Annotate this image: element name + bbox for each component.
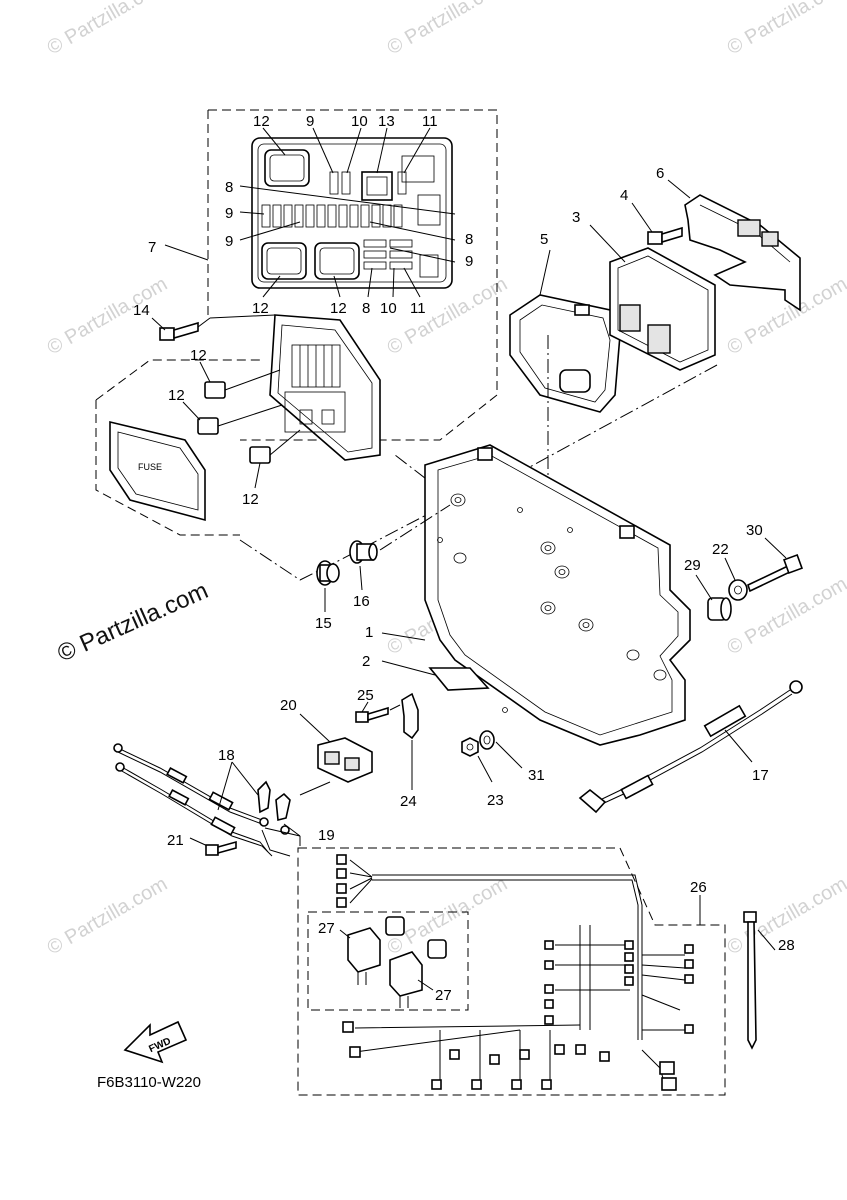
callout-27: 27 — [318, 920, 335, 937]
callout-13: 13 — [378, 113, 395, 130]
relay-20 — [317, 737, 373, 783]
watermark-text: © Partzilla.com — [384, 0, 512, 59]
callout-29: 29 — [684, 557, 701, 574]
ecu-group: 5 3 4 6 — [509, 165, 801, 413]
callout-5: 5 — [540, 231, 548, 248]
callout-27: 27 — [435, 987, 452, 1004]
callout-12: 12 — [253, 113, 270, 130]
sensor-27 — [347, 916, 447, 1008]
callout-9: 9 — [225, 205, 233, 222]
callout-8: 8 — [362, 300, 370, 317]
callout-12: 12 — [242, 491, 259, 508]
callout-9: 9 — [225, 233, 233, 250]
washer-22 — [728, 579, 748, 601]
grommet-15 — [316, 560, 340, 586]
callout-24: 24 — [400, 793, 417, 810]
watermark-main-text: © Partzilla.com — [53, 577, 212, 667]
callout-12: 12 — [252, 300, 269, 317]
callout-3: 3 — [572, 209, 580, 226]
battery-cables — [113, 743, 291, 857]
callout-9: 9 — [465, 253, 473, 270]
callout-17: 17 — [752, 767, 769, 784]
diagram-code: F6B3110-W220 — [97, 1074, 201, 1091]
callout-8: 8 — [225, 179, 233, 196]
wire-harness-inset: 26 27 27 — [297, 847, 726, 1096]
callout-7: 7 — [148, 239, 156, 256]
washer-31 — [479, 730, 495, 750]
callout-12: 12 — [168, 387, 185, 404]
callout-4: 4 — [620, 187, 628, 204]
bolt-4 — [647, 226, 683, 245]
cable-tie-28 — [743, 911, 757, 1050]
callout-31: 31 — [528, 767, 545, 784]
bracket-24 — [401, 692, 419, 740]
fuse-box-inset: 12 9 10 13 11 8 9 9 8 9 12 12 8 10 11 7 — [148, 109, 498, 441]
callout-25: 25 — [357, 687, 374, 704]
callout-8: 8 — [465, 231, 473, 248]
callout-14: 14 — [133, 302, 150, 319]
callout-30: 30 — [746, 522, 763, 539]
watermark-text: © Partzilla.com — [44, 0, 172, 59]
callout-21: 21 — [167, 832, 184, 849]
callout-10: 10 — [351, 113, 368, 130]
bolt-30 — [747, 554, 803, 593]
callout-12: 12 — [190, 347, 207, 364]
electrical-tray: 1 2 — [362, 444, 691, 746]
callout-10: 10 — [380, 300, 397, 317]
fuse-cover-label: FUSE — [138, 462, 162, 472]
callout-15: 15 — [315, 615, 332, 632]
callout-20: 20 — [280, 697, 297, 714]
callout-11: 11 — [422, 113, 438, 130]
callout-28: 28 — [778, 937, 795, 954]
callout-12: 12 — [330, 300, 347, 317]
callout-19: 19 — [318, 827, 335, 844]
collar-16 — [349, 540, 378, 564]
bolt-25 — [355, 706, 389, 723]
watermark-text: © Partzilla.com — [384, 873, 512, 959]
bolt-14 — [159, 314, 276, 341]
callout-22: 22 — [712, 541, 729, 558]
nut-23 — [461, 737, 479, 757]
callout-6: 6 — [656, 165, 664, 182]
watermark-text: © Partzilla.com — [44, 873, 172, 959]
bolt-21 — [205, 840, 237, 856]
callout-9: 9 — [306, 113, 314, 130]
callout-26: 26 — [690, 879, 707, 896]
fuse-box-assembly: 12 12 12 FUSE 14 — [95, 302, 381, 536]
fwd-arrow-icon: FWD — [123, 1020, 188, 1064]
callout-11: 11 — [410, 300, 426, 317]
spacer-29 — [707, 597, 732, 621]
callout-18: 18 — [218, 747, 235, 764]
callout-23: 23 — [487, 792, 504, 809]
callout-16: 16 — [353, 593, 370, 610]
callout-2: 2 — [362, 653, 370, 670]
cable-17 — [578, 680, 803, 814]
watermark-text: © Partzilla.com — [724, 0, 847, 59]
watermark-text: © Partzilla.com — [44, 273, 172, 359]
callout-1: 1 — [365, 624, 373, 641]
